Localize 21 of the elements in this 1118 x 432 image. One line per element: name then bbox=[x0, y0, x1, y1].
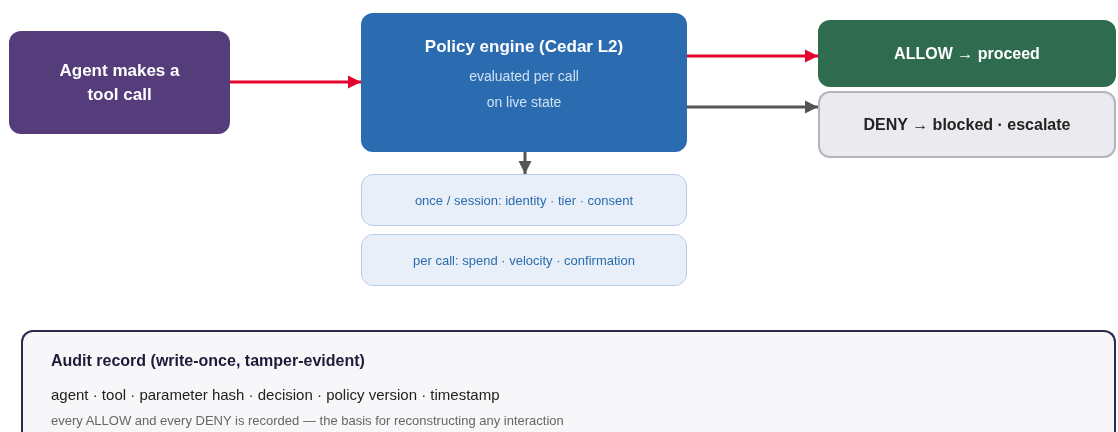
panel-title: Audit record (write-once, tamper-evident) bbox=[51, 352, 365, 370]
note: every ALLOW and every DENY is recorded — the basis for reconstructing any interaction bbox=[51, 413, 564, 428]
process-box bbox=[9, 31, 230, 134]
arrow bbox=[687, 49, 818, 63]
box-label: Agent makes a tool call bbox=[58, 59, 181, 106]
check-box bbox=[361, 234, 687, 286]
box-title: Policy engine (Cedar L2) bbox=[424, 37, 624, 57]
arrow bbox=[230, 75, 361, 89]
box-label: ALLOW → proceed bbox=[894, 44, 1040, 63]
allow-box bbox=[818, 20, 1116, 87]
box-subtitle: evaluated per call on live state bbox=[468, 67, 580, 112]
audit-record-panel bbox=[21, 330, 1116, 432]
field-list: agent · tool · parameter hash · decision · policy version · timestamp bbox=[51, 386, 500, 403]
policy-engine-box bbox=[361, 13, 687, 152]
box-label: per call: spend · velocity · confirmation bbox=[413, 252, 635, 268]
deny-box bbox=[818, 91, 1116, 158]
arrow bbox=[687, 100, 818, 114]
box-label: once / session: identity · tier · consent bbox=[414, 192, 634, 208]
arrow bbox=[518, 152, 532, 174]
box-label: DENY → blocked · escalate bbox=[863, 115, 1071, 134]
check-box bbox=[361, 174, 687, 226]
